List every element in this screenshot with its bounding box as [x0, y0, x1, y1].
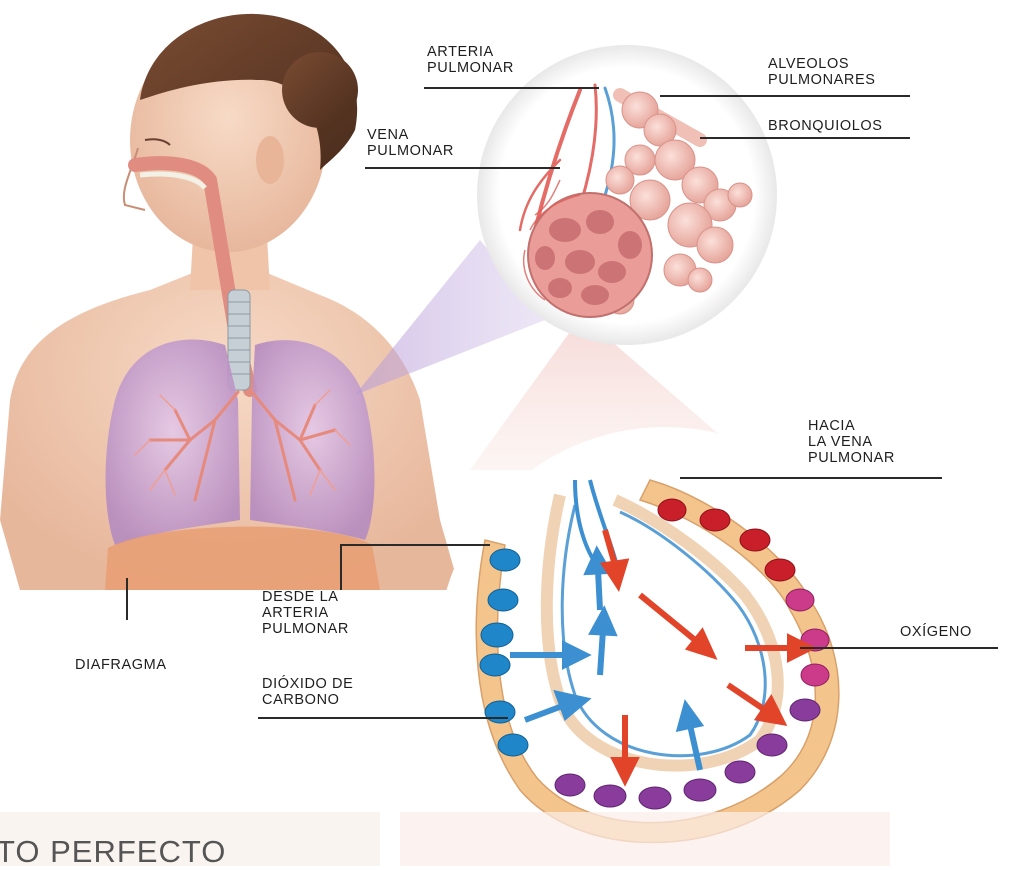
- label-hacia-la-vena-pulmonar: HACIALA VENAPULMONAR: [808, 418, 895, 466]
- label-diafragma: DIAFRAGMA: [75, 657, 167, 673]
- label-arteria-pulmonar: ARTERIAPULMONAR: [427, 44, 514, 76]
- leader-desde-arteria: [340, 544, 490, 546]
- bottom-heading: TO PERFECTO: [0, 834, 226, 870]
- label-oxigeno: OXÍGENO: [900, 624, 972, 640]
- human-figure: [0, 14, 460, 590]
- leader-bronquiolos: [700, 137, 910, 139]
- label-dioxido-de-carbono: DIÓXIDO DECARBONO: [262, 676, 353, 708]
- leader-oxigeno: [800, 647, 998, 649]
- leader-arteria-pulmonar: [424, 87, 599, 89]
- leader-vena-pulmonar: [365, 167, 560, 169]
- diaphragm: [105, 527, 380, 590]
- leader-diafragma: [126, 578, 128, 620]
- label-desde-la-arteria-pulmonar: DESDE LAARTERIAPULMONAR: [262, 589, 349, 637]
- leader-hacia-vena: [680, 477, 942, 479]
- leader-desde-arteria-vertical: [340, 544, 342, 590]
- leader-alveolos: [660, 95, 910, 97]
- leader-dioxido: [258, 717, 508, 719]
- alveoli-closeup: [477, 45, 777, 345]
- label-vena-pulmonar: VENAPULMONAR: [367, 127, 454, 159]
- label-bronquiolos: BRONQUIOLOS: [768, 118, 883, 134]
- label-alveolos-pulmonares: ALVEOLOSPULMONARES: [768, 56, 876, 88]
